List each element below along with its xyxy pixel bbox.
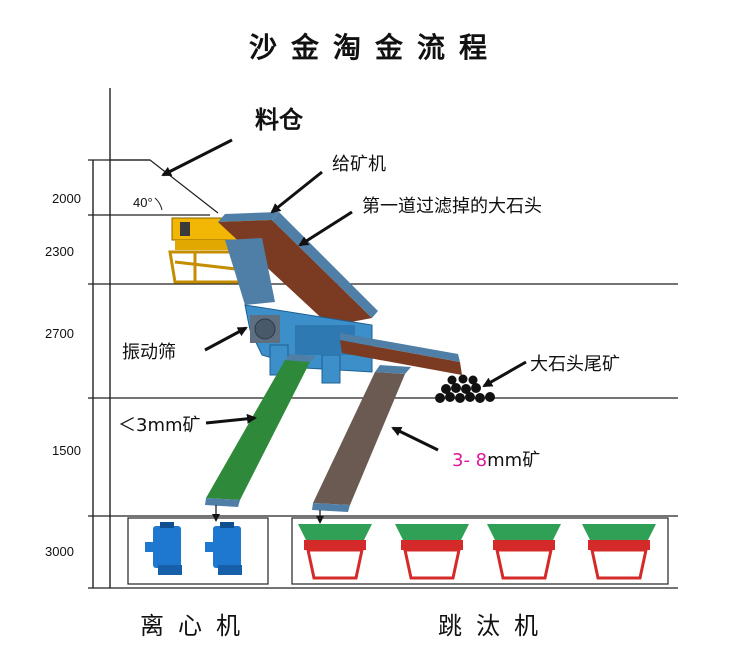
dim-2700: 2700 — [45, 326, 74, 341]
label-vibrating-screen: 振动筛 — [122, 338, 176, 364]
label-tailings: 大石头尾矿 — [530, 350, 620, 376]
hopper — [110, 160, 218, 213]
mid-ore-chute — [312, 365, 411, 512]
dim-2000: 2000 — [52, 191, 81, 206]
tailing-stone-pile — [435, 375, 495, 404]
label-hopper: 料仓 — [255, 100, 303, 135]
arrow-feeder — [272, 172, 322, 212]
label-jig: 跳汰机 — [438, 606, 552, 641]
arrow-tailings — [484, 362, 526, 386]
feeder-chute — [218, 212, 378, 326]
jig-unit-2 — [395, 524, 469, 578]
dim-1500: 1500 — [52, 443, 81, 458]
label-mid-ore: 3- 8mm矿 — [452, 446, 540, 472]
centrifuge-group — [128, 518, 268, 584]
dim-2300: 2300 — [45, 244, 74, 259]
fine-ore-chute — [205, 354, 316, 507]
jig-unit-1 — [298, 524, 372, 578]
dim-3000: 3000 — [45, 544, 74, 559]
centrifuge-unit-1 — [145, 522, 182, 575]
arrow-fine-ore — [206, 418, 255, 423]
arrow-first-filter — [300, 212, 352, 245]
centrifuge-unit-2 — [205, 522, 242, 575]
label-feeder: 给矿机 — [332, 150, 386, 176]
jig-unit-4 — [582, 524, 656, 578]
label-mid-ore-range: 3- 8 — [452, 450, 487, 471]
arrow-vibrating-screen — [205, 328, 246, 350]
label-centrifuge: 离心机 — [140, 606, 254, 641]
diagram-title: 沙金淘金流程 — [0, 26, 750, 66]
jig-unit-3 — [487, 524, 561, 578]
jig-group — [292, 518, 668, 584]
label-angle: 40° — [133, 195, 153, 210]
label-fine-ore: ＜3mm矿 — [118, 411, 201, 437]
arrow-hopper — [163, 140, 232, 175]
label-first-filter: 第一道过滤掉的大石头 — [362, 192, 542, 218]
arrow-mid-ore — [393, 428, 438, 450]
label-mid-ore-unit: mm矿 — [487, 450, 540, 471]
